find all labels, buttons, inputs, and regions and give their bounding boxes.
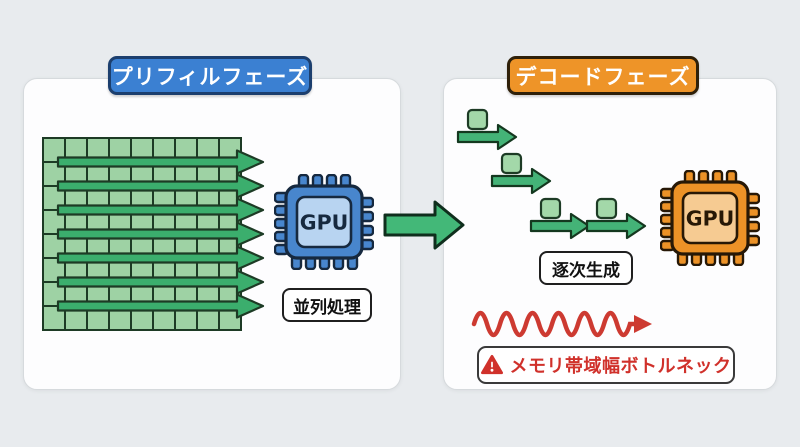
parallel-processing-text: 並列処理 [293,297,361,317]
chip-die [295,195,353,249]
token-arrow-icon [456,123,518,151]
token-squares [466,108,618,220]
token-square [500,152,523,175]
memory-wave-icon [471,310,652,338]
flow-arrow-icon [383,200,465,250]
token-stream [456,108,647,240]
prefill-title-badge: プリフィルフェーズ [108,56,312,95]
bottleneck-warning-label: メモリ帯域幅ボトルネック [477,346,735,384]
token-square [539,197,562,220]
decode-title-badge: デコードフェーズ [507,56,699,95]
sequential-generation-label: 逐次生成 [539,251,633,285]
token-arrow-icon [529,212,591,240]
sequential-generation-text: 逐次生成 [552,260,620,280]
chip-label: GPU [300,211,349,235]
chip-label: GPU [686,207,735,231]
gpu-chip-prefill-icon: GPU [274,174,374,270]
warning-text: メモリ帯域幅ボトルネック [509,356,732,376]
gpu-chip-decode-icon: GPU [660,170,760,266]
prefill-title: プリフィルフェーズ [111,65,309,89]
token-matrix-arrows [56,149,265,319]
token-arrow-icon [585,212,647,240]
parallel-processing-label: 並列処理 [282,288,372,322]
token-arrows [456,123,647,240]
decode-title: デコードフェーズ [515,65,691,89]
warning-icon [480,354,503,375]
chip-die [681,191,739,245]
token-square [466,108,489,131]
token-arrow-icon [490,167,552,195]
token-square [595,197,618,220]
token-matrix [42,137,265,331]
